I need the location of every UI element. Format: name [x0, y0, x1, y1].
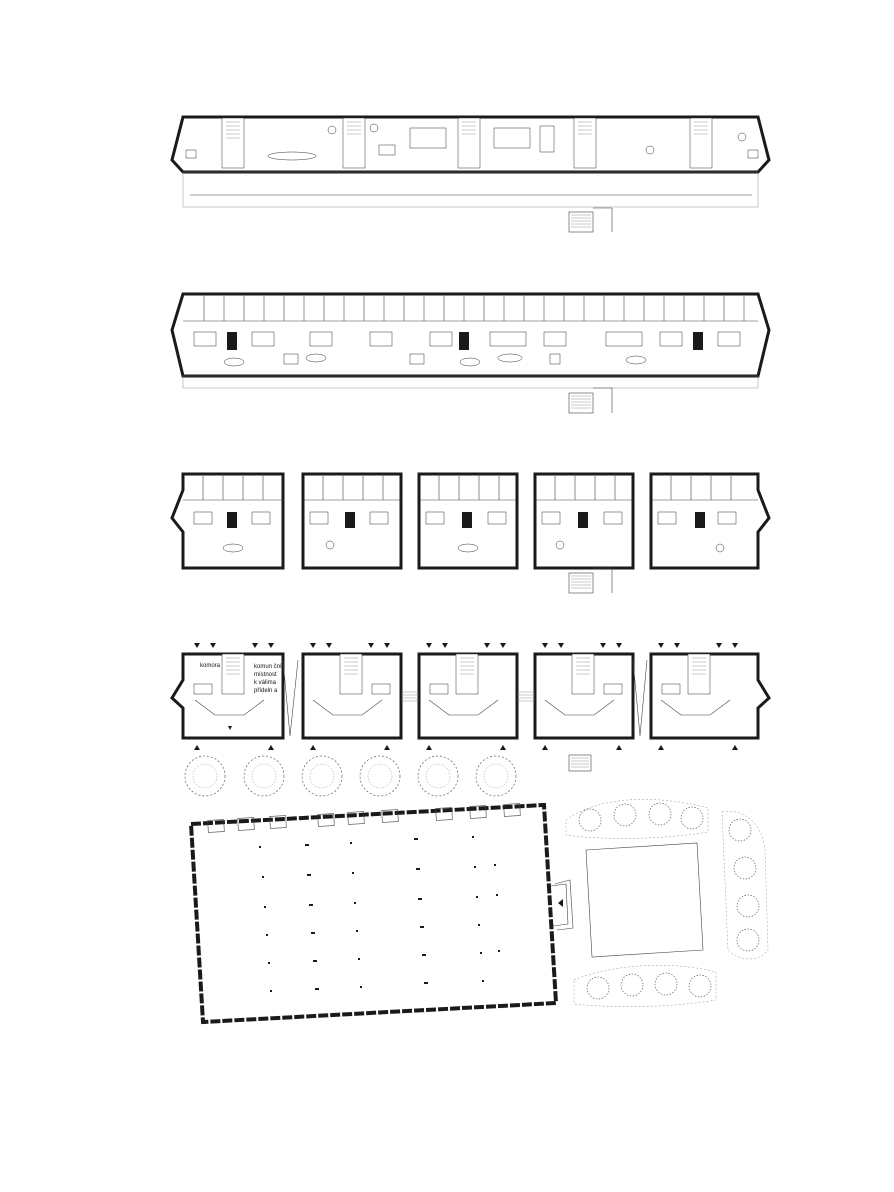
hall-entrance [550, 879, 574, 931]
external-stair [568, 567, 613, 594]
floor-plan-ground: komora komun ční místnost k válima příde… [170, 643, 771, 772]
apartment-partitions [203, 294, 745, 321]
block-5 [649, 652, 771, 740]
external-stair [568, 387, 613, 414]
external-stair [568, 754, 592, 772]
tables [223, 353, 647, 367]
external-stair [568, 207, 613, 233]
furniture [185, 123, 759, 161]
room-label-communication-4: přídeln a [254, 688, 278, 694]
floor-plan-second [170, 292, 771, 414]
block-3 [417, 652, 519, 740]
block-5 [649, 472, 771, 570]
skylights [207, 803, 521, 833]
block-1 [170, 472, 285, 570]
floor-plan-first [170, 472, 771, 594]
stair-cores [221, 117, 713, 169]
entrance-markers [194, 643, 738, 750]
floor-plan-top [170, 115, 771, 233]
tree-row [184, 755, 517, 797]
block-4 [533, 652, 635, 740]
covered-walkways [401, 691, 535, 702]
column-grid [259, 836, 500, 992]
block-2 [301, 652, 403, 740]
room-label-communication-2: místnost [254, 672, 277, 678]
connector-2 [632, 659, 648, 737]
hall-plan [188, 802, 574, 1025]
block-2 [301, 472, 403, 570]
block-3 [417, 472, 519, 570]
room-label-communication-3: k válima [254, 680, 277, 686]
public-square [565, 799, 769, 1007]
kitchen-units [193, 331, 741, 350]
block-4 [533, 472, 635, 570]
room-label-communication-1: komun ční [254, 664, 282, 670]
block-1: komora komun ční místnost k válima příde… [170, 652, 285, 740]
connector-1 [282, 659, 299, 737]
room-label-komora: komora [200, 663, 221, 669]
